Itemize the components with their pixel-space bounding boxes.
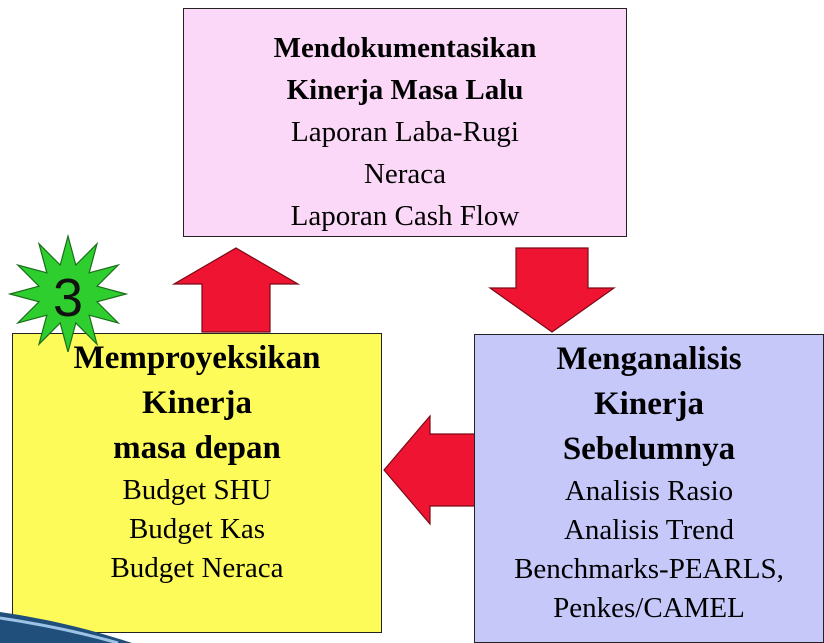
box-item: Penkes/CAMEL: [553, 592, 745, 624]
box-item: Analisis Trend: [563, 514, 734, 546]
box-item: Budget Kas: [128, 513, 266, 545]
box-title-line: Menganalisis: [556, 341, 742, 377]
box-item: Laporan Laba-Rugi: [291, 116, 519, 148]
step-badge: 3: [7, 232, 129, 355]
box-title-line: Mendokumentasikan: [273, 32, 537, 64]
corner-swoosh-icon: [0, 612, 132, 643]
box-analysis: Menganalisis Kinerja Sebelumnya Analisis…: [474, 334, 824, 643]
box-title-line: Memproyeksikan: [73, 340, 321, 376]
box-item: Neraca: [363, 158, 447, 190]
box-past-performance: Mendokumentasikan Kinerja Masa Lalu Lapo…: [183, 8, 627, 237]
arrow-down: [488, 247, 616, 333]
box-item: Analisis Rasio: [564, 475, 734, 507]
box-title-line: Kinerja: [594, 386, 704, 422]
box-item: Budget Neraca: [110, 552, 284, 584]
box-title-line: Sebelumnya: [562, 431, 736, 467]
box-item: Laporan Cash Flow: [290, 200, 520, 232]
step-number: 3: [52, 268, 84, 328]
box-title-line: masa depan: [113, 430, 281, 466]
box-item: Benchmarks-PEARLS,: [514, 553, 784, 585]
arrow-left: [383, 414, 477, 526]
box-title-line: Kinerja Masa Lalu: [286, 74, 524, 106]
arrow-up: [171, 247, 301, 333]
box-title-line: Kinerja: [142, 385, 252, 421]
box-projection: Memproyeksikan Kinerja masa depan Budget…: [12, 333, 382, 633]
box-item: Budget SHU: [122, 474, 272, 506]
